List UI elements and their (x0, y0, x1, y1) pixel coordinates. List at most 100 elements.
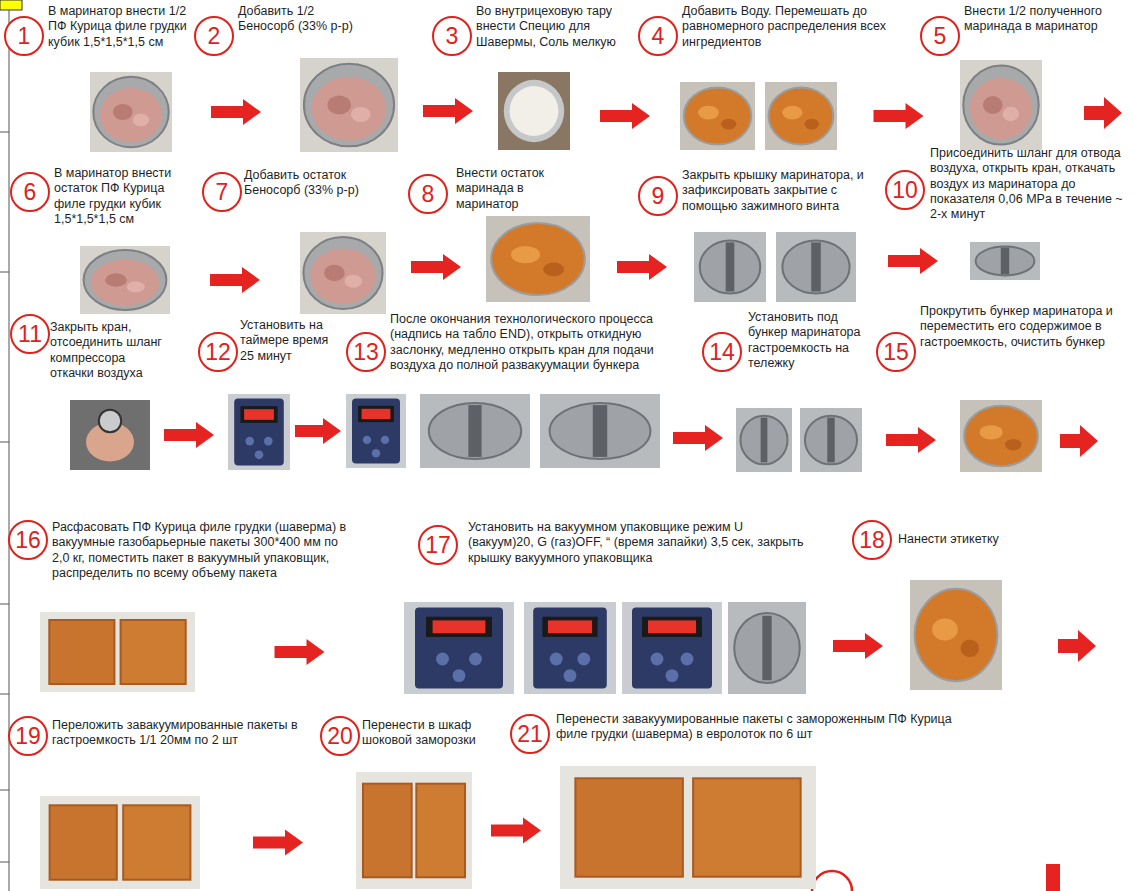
row-end-arrows (1046, 97, 1122, 891)
step-node: 9Закрыть крышку маринатора, и зафиксиров… (694, 232, 856, 302)
photo-orange (486, 216, 590, 302)
flow-arrow (253, 830, 303, 856)
photo-bag (40, 796, 200, 889)
flow-arrow (617, 254, 667, 280)
step-description: Закрыть крышку маринатора, и зафиксирова… (682, 168, 882, 214)
step-node: 20Перенести в шкаф шоковой заморозки (356, 772, 472, 889)
step-description: Внести 1/2 полученного маринада в марина… (964, 4, 1129, 35)
photo-panel (404, 602, 514, 694)
step-number-circle: 14 (702, 332, 742, 372)
step-description: Добавить остаток Беносорб (33% р-р) (244, 168, 394, 199)
step-number-circle: 10 (885, 170, 925, 210)
step-number-circle: 17 (418, 525, 458, 565)
photo-meat (300, 232, 386, 314)
callout-number: 13 (353, 341, 379, 364)
step-number-circle: 18 (852, 520, 892, 560)
step-number-circle: 4 (638, 16, 678, 56)
step-photo (70, 400, 150, 470)
step-photo (498, 72, 570, 150)
flow-arrow (673, 425, 723, 451)
flow-arrow (164, 422, 214, 448)
step-description: Нанести этикетку (898, 532, 1018, 547)
step-number-circle: 3 (432, 16, 472, 56)
step-photo (40, 796, 200, 889)
step-node: 3Во внутрицеховую тару внести Специю для… (498, 72, 570, 150)
callout-number: 14 (709, 341, 735, 364)
callout-number: 21 (517, 723, 543, 746)
step-photo (970, 242, 1040, 280)
photo-steel (540, 394, 660, 468)
step-node: 15Прокрутить бункер маринатора и перемес… (960, 400, 1042, 472)
step-description: Прокрутить бункер маринатора и перемести… (920, 304, 1125, 350)
callout-number: 7 (216, 181, 229, 204)
photo-steel (694, 232, 766, 302)
step-photo (694, 232, 856, 302)
step-node: 11Закрыть кран, отсоединить шланг компре… (70, 400, 150, 470)
step-node: 21Перенести завакуумированные пакеты с з… (560, 766, 816, 889)
corner-tab (0, 0, 22, 10)
photo-meat (90, 72, 172, 152)
step-description: Расфасовать ПФ Курица филе грудки (шавер… (52, 520, 352, 581)
step-number-circle: 2 (194, 16, 234, 56)
photo-orange (765, 82, 837, 150)
callout-number: 1 (18, 25, 31, 48)
flow-arrow (888, 248, 938, 274)
photo-orange (910, 580, 1002, 690)
step-photo (680, 82, 837, 150)
step-number-circle: 8 (408, 174, 448, 214)
callout-number: 12 (205, 341, 231, 364)
step-description: Установить на таймере время 25 минут (240, 318, 345, 364)
step-number-circle: 5 (920, 16, 960, 56)
photo-steel (736, 408, 792, 472)
photo-steel (970, 242, 1040, 280)
step-number-circle: 11 (10, 314, 50, 354)
step-number-circle: 1 (4, 16, 44, 56)
step-photo (356, 772, 472, 889)
step-description: В маринатор внести 1/2 ПФ Курица филе гр… (48, 4, 190, 50)
step-photo (40, 612, 195, 692)
callout-number: 20 (327, 725, 353, 748)
callout-number: 3 (446, 25, 459, 48)
step-number-circle: 6 (10, 172, 50, 212)
flow-arrow (600, 103, 650, 129)
step-photo (228, 394, 290, 470)
partial-circle (812, 871, 852, 891)
step-description: Добавить Воду. Перемешать до равномерног… (682, 4, 897, 50)
photo-steel (420, 394, 530, 468)
step-photo (300, 232, 386, 314)
step-photo (960, 60, 1042, 150)
step-description: Во внутрицеховую тару внести Специю для … (476, 4, 634, 50)
edge-ticks (0, 132, 9, 862)
photo-white (498, 72, 570, 150)
step-node: 18Нанести этикетку (910, 580, 1002, 690)
callout-number: 2 (208, 25, 221, 48)
photo-hand (70, 400, 150, 470)
step-photo (300, 58, 398, 152)
photo-meat (300, 58, 398, 152)
photo-steel (800, 408, 862, 472)
photo-bag (40, 612, 195, 692)
step-photo (910, 580, 1002, 690)
step-number-circle: 16 (8, 520, 48, 560)
step-node: 13После окончания технологического проце… (346, 394, 660, 468)
flow-arrow (423, 98, 473, 124)
photo-bag (356, 772, 472, 889)
step-description: Установить на вакуумном упаковщике режим… (468, 520, 808, 566)
photo-steel (728, 602, 806, 694)
step-photo (404, 602, 806, 694)
step-node: 19Переложить завакуумированные пакеты в … (40, 796, 200, 889)
step-number-circle: 7 (202, 172, 242, 212)
callout-number: 18 (859, 529, 885, 552)
flow-arrow (886, 427, 936, 453)
callout-number: 19 (15, 725, 41, 748)
step-photo (346, 394, 660, 468)
step-description: После окончания технологического процесс… (390, 312, 695, 373)
step-node: 16Расфасовать ПФ Курица филе грудки (шав… (40, 612, 195, 692)
step-description: Установить под бункер маринатора гастрое… (748, 310, 873, 371)
step-node: 8Внести остаток маринада в маринатор (486, 216, 590, 302)
step-number-circle: 9 (638, 176, 678, 216)
step-description: Присоединить шланг для отвода воздуха, о… (930, 146, 1130, 222)
step-photo (960, 400, 1042, 472)
callout-number: 4 (652, 25, 665, 48)
